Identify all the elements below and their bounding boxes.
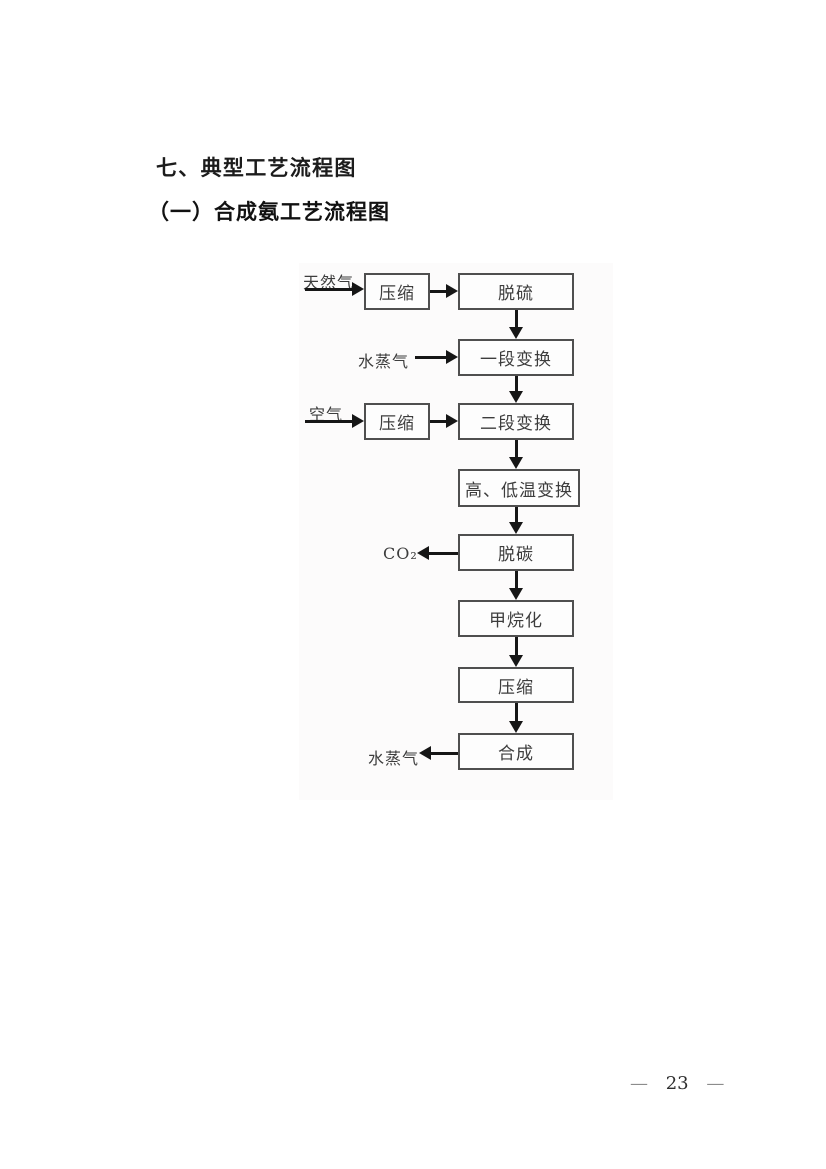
flow-arrow-line-12 — [514, 703, 518, 722]
flow-node-compress-2: 压缩 — [364, 403, 430, 440]
flow-arrowhead-down-icon-8 — [509, 522, 523, 534]
flow-io-label-natural-gas: 天然气 — [303, 273, 355, 292]
flow-arrowhead-down-icon-12 — [509, 721, 523, 733]
flow-arrow-line-8 — [514, 507, 518, 523]
flow-arrow-line-9 — [428, 551, 458, 555]
flow-arrowhead-left-icon-9 — [417, 546, 429, 560]
flow-io-label-co2-out: CO₂ — [383, 544, 418, 563]
flow-arrowhead-right-icon-0 — [352, 282, 364, 296]
footer-right-dash: — — [706, 1073, 725, 1094]
flow-arrow-line-6 — [430, 419, 447, 423]
section-heading: 七、典型工艺流程图 — [156, 157, 357, 180]
flow-arrow-line-0 — [305, 287, 353, 291]
flow-node-stage2-conversion: 二段变换 — [458, 403, 574, 440]
flow-arrow-line-1 — [430, 289, 447, 293]
flow-node-hi-lo-temp-shift: 高、低温变换 — [458, 469, 580, 507]
flow-arrowhead-left-icon-13 — [419, 746, 431, 760]
flow-arrow-line-3 — [415, 355, 447, 359]
flow-node-decarbonization: 脱碳 — [458, 534, 574, 571]
flow-node-synthesis: 合成 — [458, 733, 574, 770]
flow-arrowhead-right-icon-6 — [446, 414, 458, 428]
flow-node-methanation: 甲烷化 — [458, 600, 574, 637]
flow-arrow-line-5 — [305, 419, 353, 423]
flow-node-stage1-conversion: 一段变换 — [458, 339, 574, 376]
flow-arrowhead-down-icon-2 — [509, 327, 523, 339]
flow-arrowhead-right-icon-5 — [352, 414, 364, 428]
flow-arrowhead-down-icon-10 — [509, 588, 523, 600]
flow-io-label-steam-out: 水蒸气 — [368, 749, 420, 768]
flow-arrow-line-7 — [514, 440, 518, 458]
flow-arrow-line-11 — [514, 637, 518, 656]
page-footer: — 23 — — [630, 1073, 724, 1094]
flow-node-compress-3: 压缩 — [458, 667, 574, 703]
flow-arrowhead-down-icon-4 — [509, 391, 523, 403]
flow-node-compress-1: 压缩 — [364, 273, 430, 310]
flow-arrow-line-4 — [514, 376, 518, 392]
subsection-heading: （一）合成氨工艺流程图 — [148, 199, 390, 224]
flow-io-label-steam-in: 水蒸气 — [358, 352, 410, 371]
flow-arrow-line-2 — [514, 310, 518, 328]
footer-left-dash: — — [630, 1073, 648, 1094]
flow-arrowhead-right-icon-1 — [446, 284, 458, 298]
flow-arrowhead-right-icon-3 — [446, 350, 458, 364]
flow-arrow-line-10 — [514, 571, 518, 589]
page-number: 23 — [665, 1073, 689, 1094]
flow-arrowhead-down-icon-7 — [509, 457, 523, 469]
flow-io-label-air: 空气 — [309, 405, 344, 424]
flow-arrow-line-13 — [430, 751, 458, 755]
flow-node-desulfurization: 脱硫 — [458, 273, 574, 310]
flow-arrowhead-down-icon-11 — [509, 655, 523, 667]
